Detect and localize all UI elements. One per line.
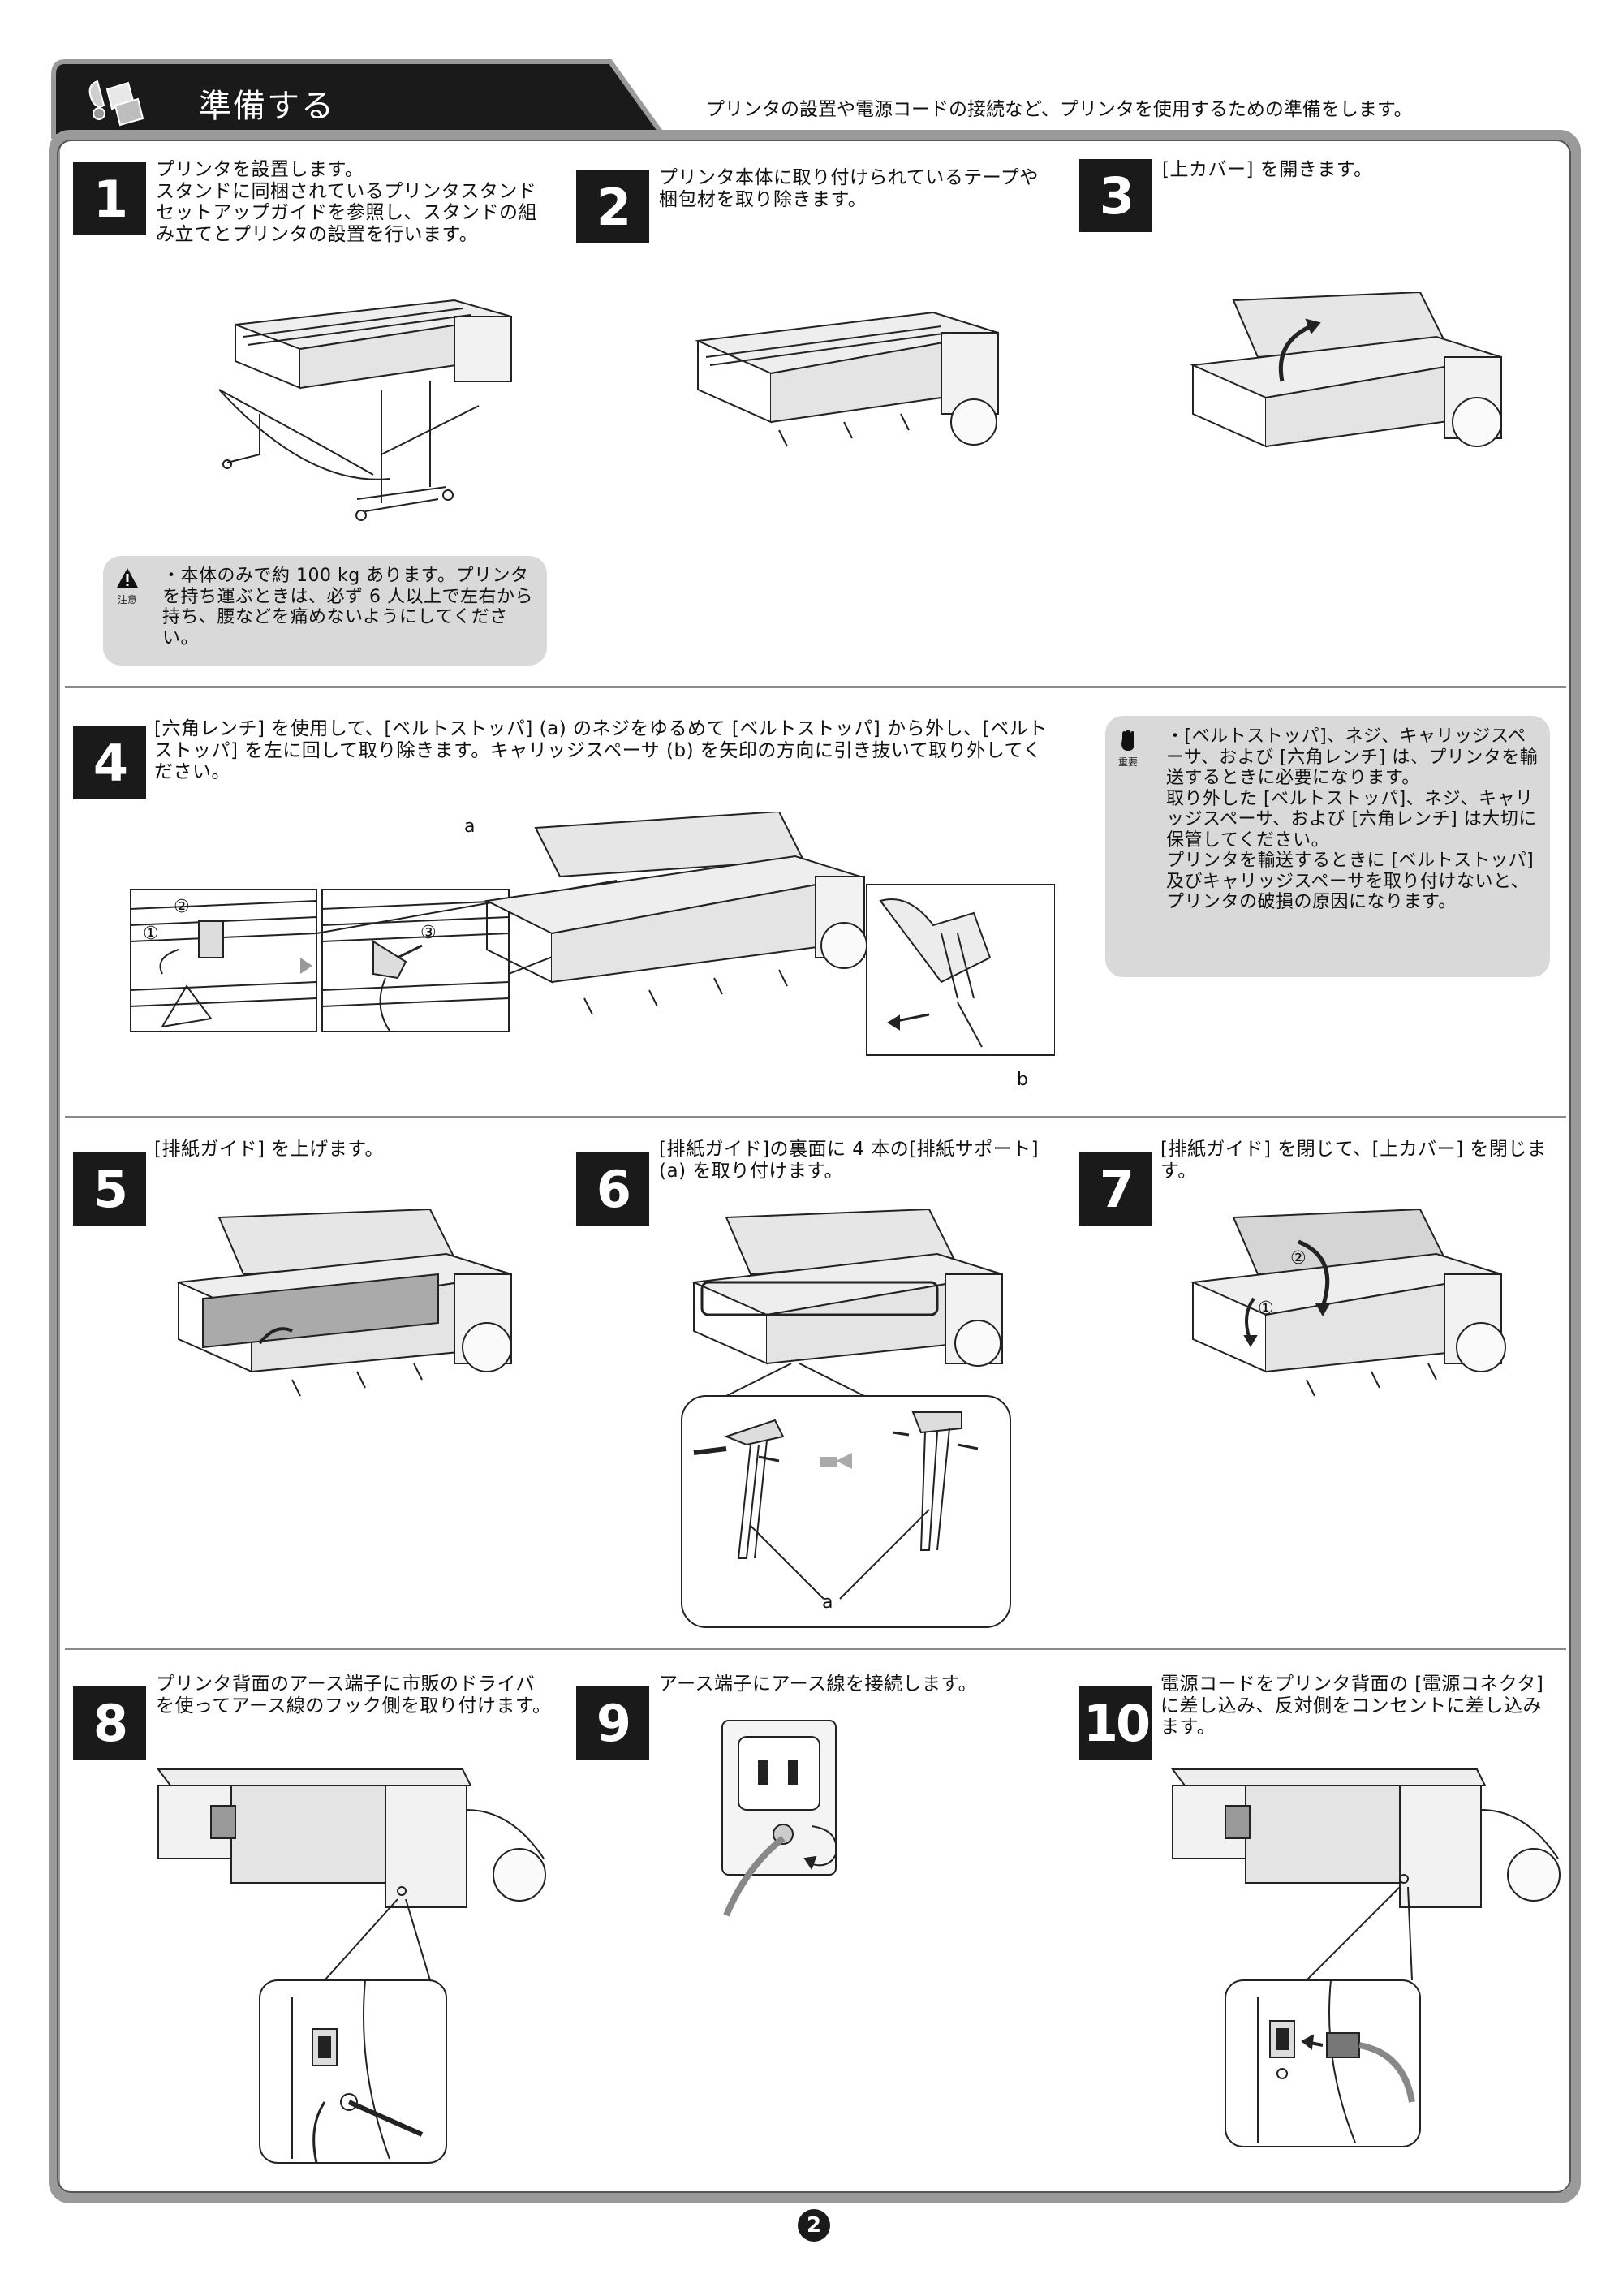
section-divider bbox=[65, 686, 1566, 688]
step-1-text: プリンタを設置します。 スタンドに同梱されているプリンタスタンドセットアップガイ… bbox=[156, 159, 537, 246]
ground-wire-attach-illustration bbox=[154, 1761, 552, 2167]
callout-2-step7: ② bbox=[1290, 1248, 1307, 1269]
step-6-text: [排紙ガイド]の裏面に 4 本の[排紙サポート] (a) を取り付けます。 bbox=[659, 1139, 1040, 1182]
step-5-text: [排紙ガイド] を上げます。 bbox=[154, 1139, 384, 1160]
callout-1: ① bbox=[143, 924, 159, 944]
important-note bbox=[1105, 716, 1550, 977]
content-frame-inner bbox=[57, 140, 1571, 2193]
printer-with-stand-illustration bbox=[211, 292, 536, 536]
printer-raise-guide-illustration bbox=[162, 1208, 552, 1412]
step-4-text: [六角レンチ] を使用して、[ベルトストッパ] (a) のネジをゆるめて [ベル… bbox=[154, 718, 1048, 783]
label-a-2: a bbox=[822, 1592, 833, 1613]
hand-stop-icon bbox=[1117, 729, 1139, 752]
power-cord-connect-illustration bbox=[1169, 1761, 1566, 2167]
caution-note bbox=[103, 556, 547, 666]
printer-illustration bbox=[682, 300, 1022, 471]
callout-2: ② bbox=[174, 897, 190, 917]
step-2-text: プリンタ本体に取り付けられているテープや梱包材を取り除きます。 bbox=[659, 167, 1039, 210]
step-number-10: 10 bbox=[1079, 1686, 1152, 1760]
attach-output-support-illustration bbox=[678, 1208, 1018, 1631]
caution-label: 注意 bbox=[118, 594, 138, 605]
page-number: 2 bbox=[798, 2209, 830, 2242]
header-logo-icon bbox=[83, 73, 148, 130]
ground-terminal-outlet-illustration bbox=[714, 1704, 876, 1940]
step-number-4: 4 bbox=[73, 726, 146, 799]
callout-3: ③ bbox=[420, 923, 437, 943]
step-number-8: 8 bbox=[73, 1686, 146, 1760]
important-text: ・[ベルトストッパ]、ネジ、キャリッジスペーサ、および [六角レンチ] は、プリ… bbox=[1166, 726, 1539, 913]
section-divider bbox=[65, 1116, 1566, 1118]
callout-1-step7: ① bbox=[1258, 1299, 1274, 1319]
step-number-5: 5 bbox=[73, 1152, 146, 1226]
step-number-2: 2 bbox=[576, 170, 649, 243]
label-a: a bbox=[464, 816, 476, 837]
page-description: プリンタの設置や電源コードの接続など、プリンタを使用するための準備をします。 bbox=[706, 99, 1413, 120]
step-number-6: 6 bbox=[576, 1152, 649, 1226]
warning-icon bbox=[115, 566, 140, 589]
printer-open-cover-illustration bbox=[1177, 291, 1534, 487]
important-label: 重要 bbox=[1118, 756, 1139, 768]
step-number-1: 1 bbox=[73, 162, 146, 235]
page-title: 準備する bbox=[199, 88, 335, 125]
step-number-9: 9 bbox=[576, 1686, 649, 1760]
section-divider bbox=[65, 1648, 1566, 1650]
label-b: b bbox=[1017, 1070, 1028, 1090]
belt-stopper-removal-illustration bbox=[129, 810, 1056, 1088]
step-10-text: 電源コードをプリンタ背面の [電源コネクタ] に差し込み、反対側をコンセントに差… bbox=[1160, 1674, 1544, 1738]
step-3-text: [上カバー] を開きます。 bbox=[1162, 159, 1373, 180]
caution-text: ・本体のみで約 100 kg あります。プリンタを持ち運ぶときは、必ず 6 人以… bbox=[162, 566, 533, 648]
printer-close-cover-illustration bbox=[1177, 1208, 1550, 1420]
step-8-text: プリンタ背面のアース端子に市販のドライバを使ってアース線のフック側を取り付けます… bbox=[156, 1674, 552, 1717]
step-7-text: [排紙ガイド] を閉じて、[上カバー] を閉じます。 bbox=[1160, 1139, 1547, 1182]
step-number-7: 7 bbox=[1079, 1152, 1152, 1226]
step-9-text: アース端子にアース線を接続します。 bbox=[659, 1674, 978, 1695]
header-tab bbox=[50, 58, 667, 140]
step-number-3: 3 bbox=[1079, 159, 1152, 232]
